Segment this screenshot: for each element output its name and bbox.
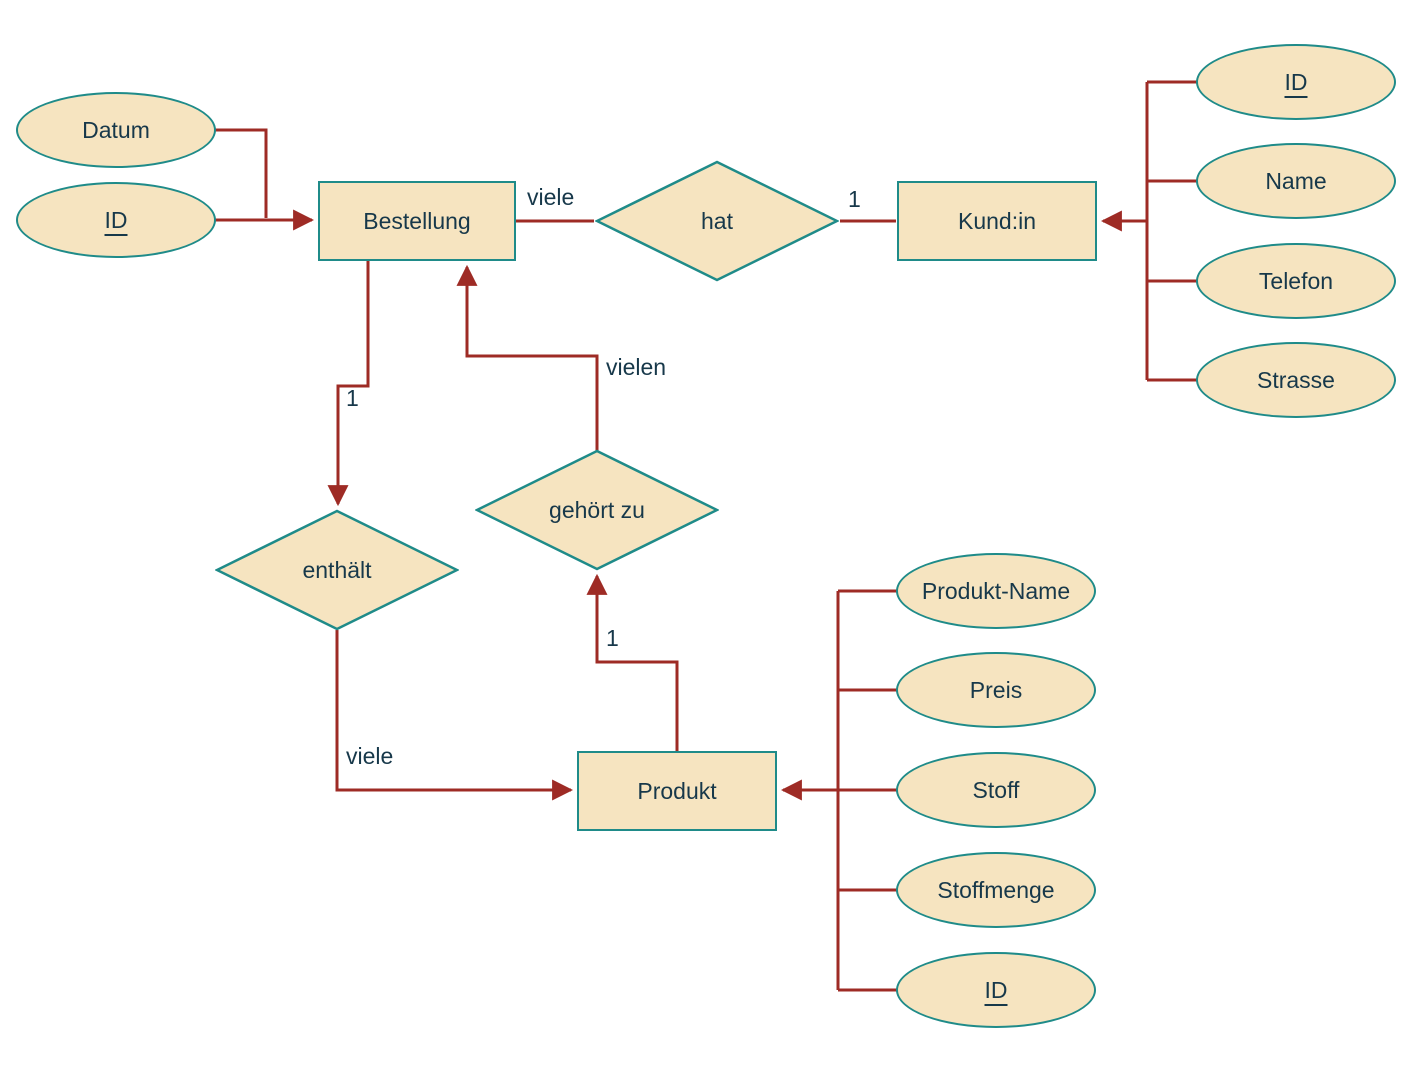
relationship-hat-label: hat — [701, 207, 733, 234]
attribute-bestellung-id-label: ID — [104, 206, 128, 233]
attribute-produkt-id[interactable]: ID — [896, 952, 1096, 1028]
attribute-preis[interactable]: Preis — [896, 652, 1096, 728]
attribute-kundin-id[interactable]: ID — [1196, 44, 1396, 120]
attribute-stoffmenge[interactable]: Stoffmenge — [896, 852, 1096, 928]
attribute-kundin-name[interactable]: Name — [1196, 143, 1396, 219]
relationship-gehoert-zu[interactable]: gehört zu — [475, 449, 719, 571]
cardinality-bestellung-enthaelt-label: 1 — [346, 385, 359, 411]
attribute-stoffmenge-label: Stoffmenge — [937, 876, 1055, 903]
cardinality-hat-kundin-label: 1 — [848, 186, 861, 212]
cardinality-produkt-gehoertzu-label: 1 — [606, 625, 619, 651]
diamond-shape — [475, 449, 719, 571]
connector-gehoertzu-to-bestellung — [456, 264, 599, 451]
attribute-datum[interactable]: Datum — [16, 92, 216, 168]
diamond-shape — [215, 509, 459, 631]
attribute-stoff-label: Stoff — [972, 776, 1020, 803]
cardinality-gehoertzu-bestellung-label: vielen — [606, 354, 667, 380]
entity-produkt[interactable]: Produkt — [577, 751, 777, 831]
attribute-kundin-id-label: ID — [1284, 68, 1308, 95]
relationship-hat[interactable]: hat — [595, 160, 839, 282]
entity-kundin[interactable]: Kund:in — [897, 181, 1097, 261]
cardinality-bestellung-hat-label: viele — [527, 184, 575, 210]
attribute-kundin-telefon-label: Telefon — [1258, 267, 1334, 294]
entity-bestellung[interactable]: Bestellung — [318, 181, 516, 261]
connector-datum-join — [214, 128, 268, 218]
attribute-bestellung-id[interactable]: ID — [16, 182, 216, 258]
relationship-enthaelt-label: enthält — [302, 556, 372, 583]
attribute-kundin-name-label: Name — [1265, 167, 1327, 194]
connector-bestellung-to-enthaelt — [327, 261, 370, 507]
relationship-gehoert-zu-label: gehört zu — [549, 496, 645, 523]
entity-produkt-label: Produkt — [637, 777, 717, 804]
attribute-kundin-strasse[interactable]: Strasse — [1196, 342, 1396, 418]
connector-produkt-to-gehoertzu — [586, 573, 679, 751]
attribute-produkt-name[interactable]: Produkt-Name — [896, 553, 1096, 629]
diamond-shape — [595, 160, 839, 282]
attribute-produkt-name-label: Produkt-Name — [921, 577, 1071, 604]
attribute-kundin-telefon[interactable]: Telefon — [1196, 243, 1396, 319]
attribute-kundin-strasse-label: Strasse — [1257, 366, 1335, 393]
attribute-datum-label: Datum — [82, 116, 150, 143]
attribute-produkt-id-label: ID — [984, 976, 1008, 1003]
attribute-stoff[interactable]: Stoff — [896, 752, 1096, 828]
entity-kundin-label: Kund:in — [957, 207, 1036, 234]
cardinality-enthaelt-produkt-label: viele — [346, 743, 394, 769]
attribute-preis-label: Preis — [969, 676, 1023, 703]
relationship-enthaelt[interactable]: enthält — [215, 509, 459, 631]
entity-bestellung-label: Bestellung — [363, 207, 471, 234]
